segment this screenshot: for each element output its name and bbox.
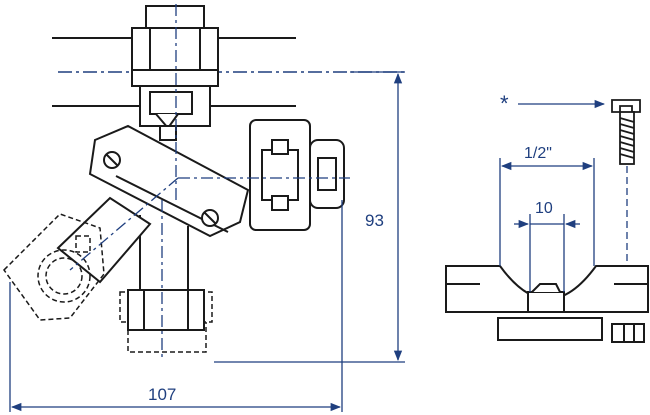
valve-body: [56, 124, 250, 293]
thread-size-label: 1/2": [524, 145, 552, 162]
overall-height-label: 93: [365, 211, 384, 230]
inner-dimension: [514, 214, 580, 292]
bottom-connector: [127, 289, 205, 331]
thread-dimension: [499, 158, 595, 266]
top-connector: [131, 5, 219, 141]
side-cap: [249, 119, 345, 231]
overall-width-label: 107: [148, 385, 177, 404]
clamp-saddle: [445, 265, 649, 343]
valve-centerlines: [69, 4, 350, 360]
height-dimension: [214, 71, 405, 363]
screw: [611, 99, 641, 165]
ghost-outlines: [3, 213, 213, 353]
inner-width-label: 10: [535, 200, 553, 217]
width-dimension: [9, 200, 343, 412]
asterisk-marker: *: [500, 91, 509, 116]
